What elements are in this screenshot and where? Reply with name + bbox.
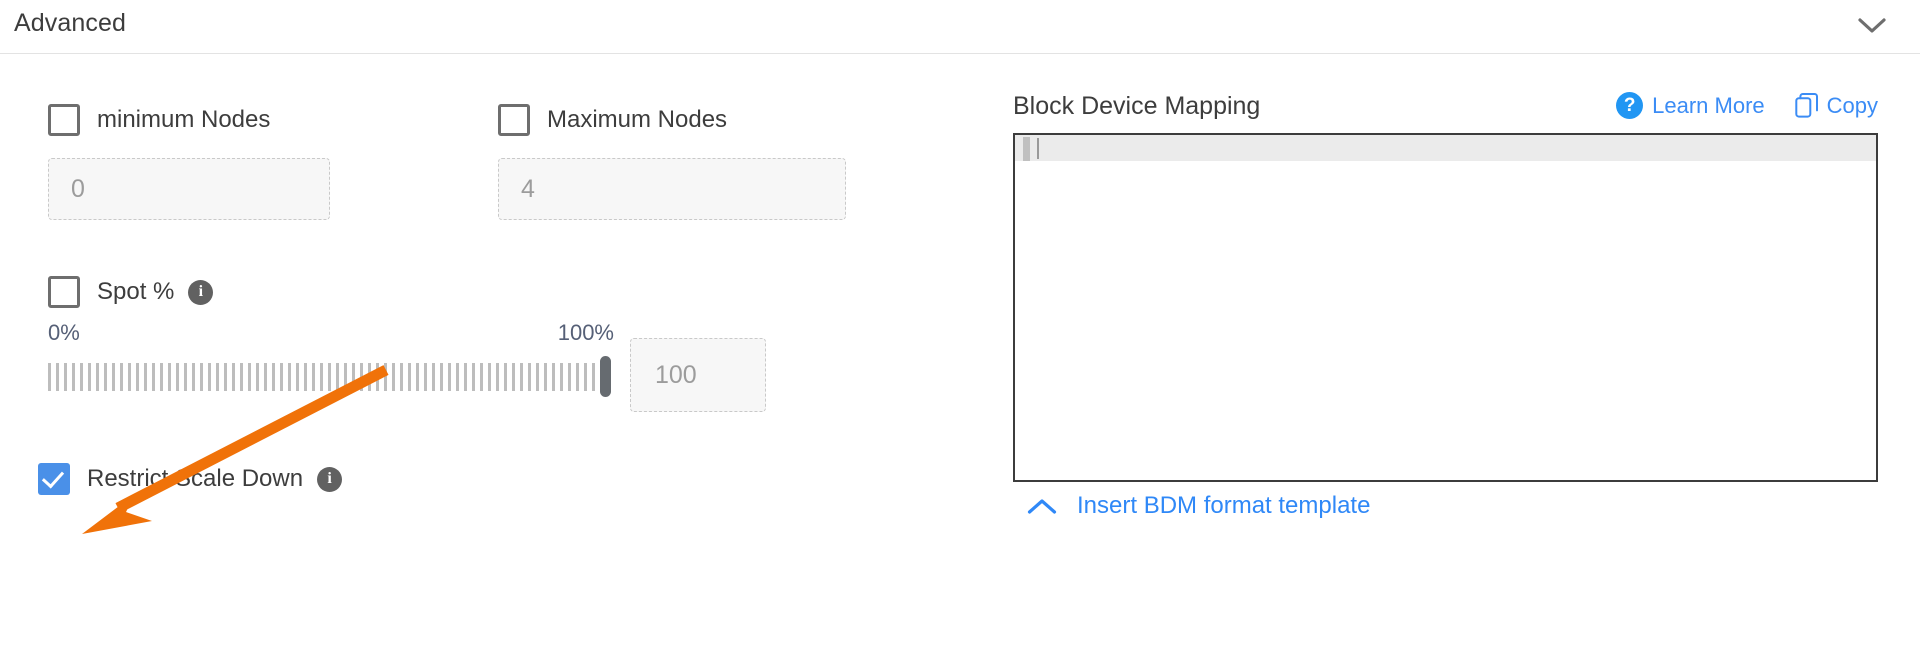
advanced-left-column: minimum Nodes 0 Maximum Nodes 4 Spot % i…: [0, 54, 980, 656]
maximum-nodes-input[interactable]: 4: [498, 158, 846, 220]
minimum-nodes-checkbox-row[interactable]: minimum Nodes: [48, 104, 270, 136]
editor-active-line: [1015, 135, 1876, 161]
spot-percent-label: Spot %: [97, 278, 175, 305]
page-title: Advanced: [14, 9, 126, 37]
info-icon[interactable]: i: [317, 466, 343, 492]
chevron-down-icon[interactable]: [1854, 8, 1890, 44]
question-circle-icon: ?: [1616, 92, 1644, 119]
restrict-scale-down-checkbox-row[interactable]: Restrict Scale Down i: [38, 463, 343, 495]
copy-label: Copy: [1826, 92, 1878, 118]
slider-thumb[interactable]: [600, 356, 611, 397]
maximum-nodes-checkbox[interactable]: [498, 104, 530, 136]
minimum-nodes-input[interactable]: 0: [48, 158, 330, 220]
slider-track[interactable]: [48, 363, 614, 391]
chevron-up-icon: [1027, 498, 1057, 515]
restrict-scale-down-checkbox[interactable]: [38, 463, 70, 495]
insert-bdm-template-link[interactable]: Insert BDM format template: [1027, 492, 1370, 520]
block-device-mapping-actions: ? Learn More Copy: [1616, 92, 1878, 119]
bdm-code-editor[interactable]: [1013, 133, 1878, 482]
block-device-mapping-title: Block Device Mapping: [1013, 92, 1261, 120]
learn-more-link[interactable]: ? Learn More: [1616, 92, 1765, 119]
editor-gutter-marker: [1023, 137, 1030, 161]
copy-icon: [1794, 93, 1818, 118]
spot-percent-value-input[interactable]: 100: [630, 338, 766, 412]
block-device-mapping-panel: Block Device Mapping ? Learn More Copy: [1013, 54, 1920, 656]
minimum-nodes-checkbox[interactable]: [48, 104, 80, 136]
restrict-scale-down-label: Restrict Scale Down: [87, 465, 304, 492]
maximum-nodes-checkbox-row[interactable]: Maximum Nodes: [498, 104, 727, 136]
copy-button[interactable]: Copy: [1794, 92, 1878, 119]
slider-max-label: 100%: [557, 320, 614, 345]
spot-percent-checkbox[interactable]: [48, 276, 80, 308]
editor-caret: [1037, 138, 1039, 159]
advanced-section-header[interactable]: Advanced: [0, 0, 1920, 54]
spot-percent-checkbox-row[interactable]: Spot % i: [48, 276, 214, 308]
minimum-nodes-label: minimum Nodes: [97, 106, 271, 133]
insert-bdm-template-label: Insert BDM format template: [1077, 492, 1371, 519]
slider-min-label: 0%: [48, 320, 80, 345]
info-icon[interactable]: i: [188, 279, 214, 305]
maximum-nodes-label: Maximum Nodes: [547, 106, 728, 133]
learn-more-label: Learn More: [1652, 92, 1765, 118]
spot-percent-slider[interactable]: 0% 100%: [48, 320, 614, 400]
